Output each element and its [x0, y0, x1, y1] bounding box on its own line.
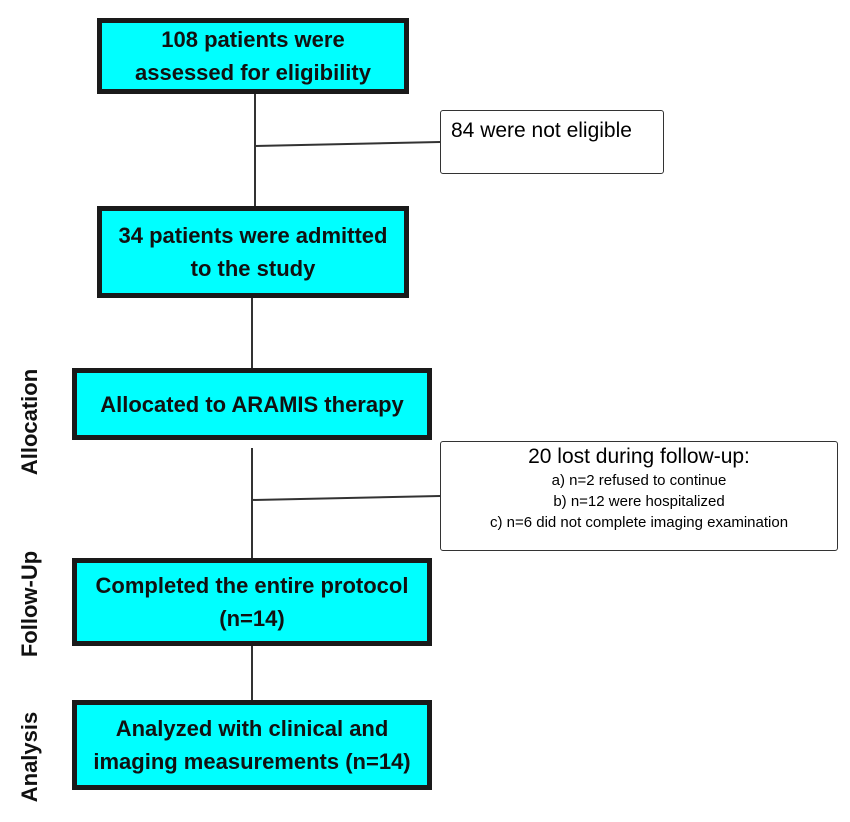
assessed-box: 108 patients were assessed for eligibili… — [97, 18, 409, 94]
completed-line1: Completed the entire protocol — [95, 573, 409, 598]
lost-title: 20 lost during follow-up: — [528, 445, 750, 468]
completed-line2: (n=14) — [219, 606, 285, 631]
side-label-analysis: Analysis — [17, 711, 42, 803]
connector-to-lost — [251, 495, 441, 501]
admitted-line2: to the study — [190, 256, 316, 281]
not-eligible-text: 84 were not eligible — [451, 119, 632, 142]
analyzed-line1: Analyzed with clinical and — [115, 716, 389, 741]
lost-item-a: a) n=2 refused to continue — [551, 472, 727, 489]
connector-to-not-eligible — [254, 141, 441, 147]
lost-follow-up-note: 20 lost during follow-up: a) n=2 refused… — [440, 441, 838, 551]
allocated-line1: Allocated to ARAMIS therapy — [100, 391, 404, 417]
admitted-box: 34 patients were admitted to the study — [97, 206, 409, 298]
assessed-line2: assessed for eligibility — [135, 60, 371, 85]
side-label-follow-up: Follow-Up — [17, 550, 42, 658]
analyzed-line2: imaging measurements (n=14) — [93, 749, 411, 774]
lost-item-b: b) n=12 were hospitalized — [553, 493, 725, 510]
assessed-line1: 108 patients were — [161, 27, 345, 52]
side-label-allocation: Allocation — [17, 368, 42, 476]
completed-box: Completed the entire protocol (n=14) — [72, 558, 432, 646]
not-eligible-note: 84 were not eligible — [440, 110, 664, 174]
lost-item-c: c) n=6 did not complete imaging examinat… — [489, 514, 789, 531]
admitted-line1: 34 patients were admitted — [118, 223, 388, 248]
allocated-box: Allocated to ARAMIS therapy — [72, 368, 432, 440]
analyzed-box: Analyzed with clinical and imaging measu… — [72, 700, 432, 790]
